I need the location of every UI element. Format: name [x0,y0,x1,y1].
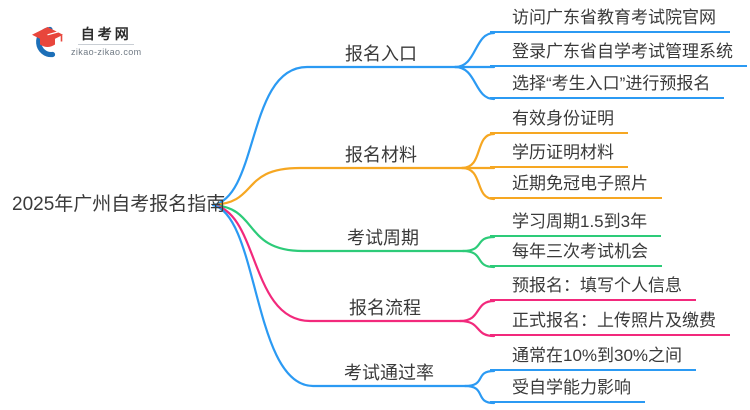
leaf-node-2-0: 学习周期1.5到3年 [490,210,662,237]
connector-branch-4 [211,203,467,388]
connector-leaf-0-0 [453,31,496,69]
leaf-node-4-0: 通常在10%到30%之间 [490,344,697,371]
connector-leaf-3-1 [458,319,496,338]
connector-leaf-2-1 [461,249,496,269]
leaf-node-1-1: 学历证明材料 [490,141,628,168]
connector-branch-1 [211,166,464,207]
leaf-node-4-1: 受自学能力影响 [490,376,645,403]
site-url: zikao-zikao.com [71,46,142,57]
connector-leaf-1-2 [460,166,496,201]
graduation-cap-logo-icon [32,26,63,58]
leaf-node-1-0: 有效身份证明 [490,107,628,134]
connector-leaf-4-1 [463,384,496,405]
branch-node-4: 考试通过率 [344,363,434,383]
connector-branch-0 [211,65,457,207]
branch-node-3: 报名流程 [349,298,421,318]
branch-node-0: 报名入口 [345,44,417,64]
leaf-node-3-1: 正式报名：上传照片及缴费 [490,309,730,336]
leaf-node-2-1: 每年三次考试机会 [490,240,662,267]
site-name: 自考网 [80,25,132,42]
leaf-node-0-0: 访问广东省教育考试院官网 [490,6,730,33]
leaf-node-0-2: 选择“考生入口”进行预报名 [490,72,725,99]
connector-leaf-3-0 [458,299,496,323]
connector-branch-2 [211,203,465,253]
leaf-node-0-1: 登录广东省自学考试管理系统 [490,40,747,67]
logo-divider [78,43,135,45]
leaf-node-3-0: 预报名：填写个人信息 [490,274,696,301]
branch-node-2: 考试周期 [347,228,419,248]
connector-leaf-0-2 [453,65,496,101]
connector-branch-3 [211,203,462,323]
root-node: 2025年广州自考报名指南 [12,194,226,215]
leaf-node-1-2: 近期免冠电子照片 [490,172,662,199]
site-logo: 自考网 zikao-zikao.com [28,20,142,62]
branch-node-1: 报名材料 [345,145,417,165]
